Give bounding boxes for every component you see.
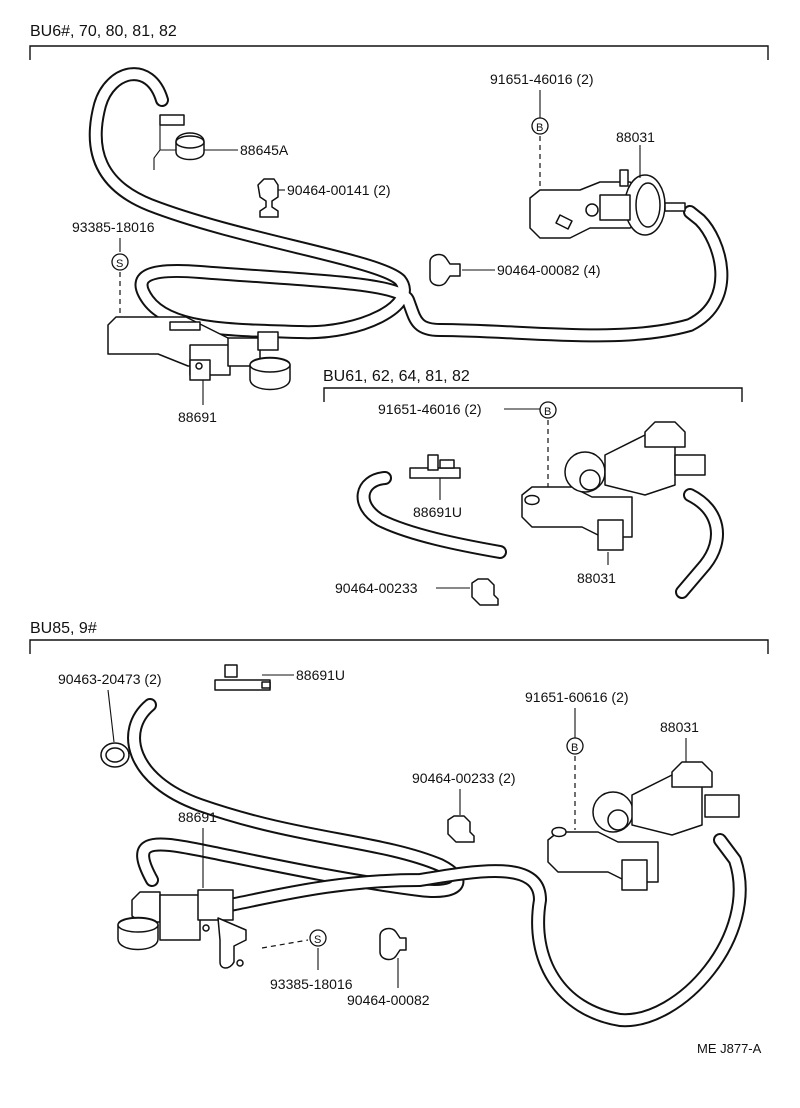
bolt-s-symbol-bot (309, 929, 327, 947)
bolt-b-symbol-bot (566, 737, 584, 755)
hose-clip-90464-00082 (429, 253, 461, 287)
label-91651-top: 91651-46016 (2) (490, 71, 594, 87)
label-90464-00233-mid: 90464-00233 (335, 580, 418, 596)
label-91651-mid: 91651-46016 (2) (378, 401, 482, 417)
label-88691u-mid: 88691U (413, 504, 462, 520)
section-bracket-3 (29, 639, 769, 654)
section-bu85-9: BU85, 9# 88691U 90463-20473 (2) 91651-60… (29, 620, 769, 1028)
section-title-1: BU6#, 70, 80, 81, 82 (30, 23, 177, 40)
hose-clip-90464-00233-bot (447, 815, 475, 843)
vacuum-hose-3 (127, 698, 747, 1028)
section-bracket-1 (29, 45, 769, 60)
hose-clip-90464-00233-mid (471, 578, 499, 606)
vacuum-actuator-88031-bot (547, 761, 740, 891)
section-bracket-2 (323, 387, 743, 402)
bolt-dashline-s-bot (261, 939, 309, 949)
bolt-b-symbol-top (531, 117, 549, 135)
leader-90463-20473 (107, 689, 115, 743)
vacuum-switching-valve-88691 (107, 316, 291, 391)
vacuum-switching-valve-88691-bot (117, 889, 247, 969)
hose-clamp-90463-20473 (100, 742, 130, 768)
label-90464-00082-4: 90464-00082 (4) (497, 262, 601, 278)
label-90464-00082-bot: 90464-00082 (347, 992, 430, 1008)
label-91651-bot: 91651-60616 (2) (525, 689, 629, 705)
vacuum-actuator-88031-top (529, 169, 686, 239)
label-88645a: 88645A (240, 142, 289, 158)
label-90464-00141: 90464-00141 (2) (287, 182, 391, 198)
bolt-b-letter-bot: B (571, 742, 578, 754)
section-bu61-62-64-81-82: BU61, 62, 64, 81, 82 88691U 91651-46016 … (323, 368, 743, 606)
vacuum-actuator-88031-mid (521, 421, 706, 551)
bolt-s-letter-top: S (116, 258, 123, 270)
label-88691-bot: 88691 (178, 809, 217, 825)
label-93385-top: 93385-18016 (72, 219, 155, 235)
label-88691u-bot: 88691U (296, 667, 345, 683)
section-bu6-70-80-81-82: BU6#, 70, 80, 81, 82 88645A 90464-00141 … (29, 23, 769, 425)
section-title-3: BU85, 9# (30, 620, 97, 637)
hose-clip-90464-00141 (257, 178, 279, 218)
t-joint-88691u-mid (409, 454, 461, 479)
vacuum-hose-2 (356, 471, 724, 599)
label-88031-mid: 88031 (577, 570, 616, 586)
label-88031-top: 88031 (616, 129, 655, 145)
label-90464-00233-bot: 90464-00233 (2) (412, 770, 516, 786)
vacuum-hose-1 (88, 67, 729, 343)
bolt-b-letter-mid: B (544, 406, 551, 418)
section-title-2: BU61, 62, 64, 81, 82 (323, 368, 470, 385)
label-90463-20473: 90463-20473 (2) (58, 671, 162, 687)
bolt-s-symbol-top (111, 253, 129, 271)
label-88031-bot: 88031 (660, 719, 699, 735)
bolt-s-letter-bot: S (314, 934, 321, 946)
hose-connector-88645a (153, 114, 205, 170)
hose-clip-90464-00082-bot (379, 927, 407, 961)
label-93385-bot: 93385-18016 (270, 976, 353, 992)
figure-reference-code: ME J877-A (697, 1041, 762, 1056)
bolt-b-symbol-mid (539, 401, 557, 419)
t-joint-88691u-bot (214, 664, 271, 691)
label-88691: 88691 (178, 409, 217, 425)
bolt-b-letter-top: B (536, 122, 543, 134)
